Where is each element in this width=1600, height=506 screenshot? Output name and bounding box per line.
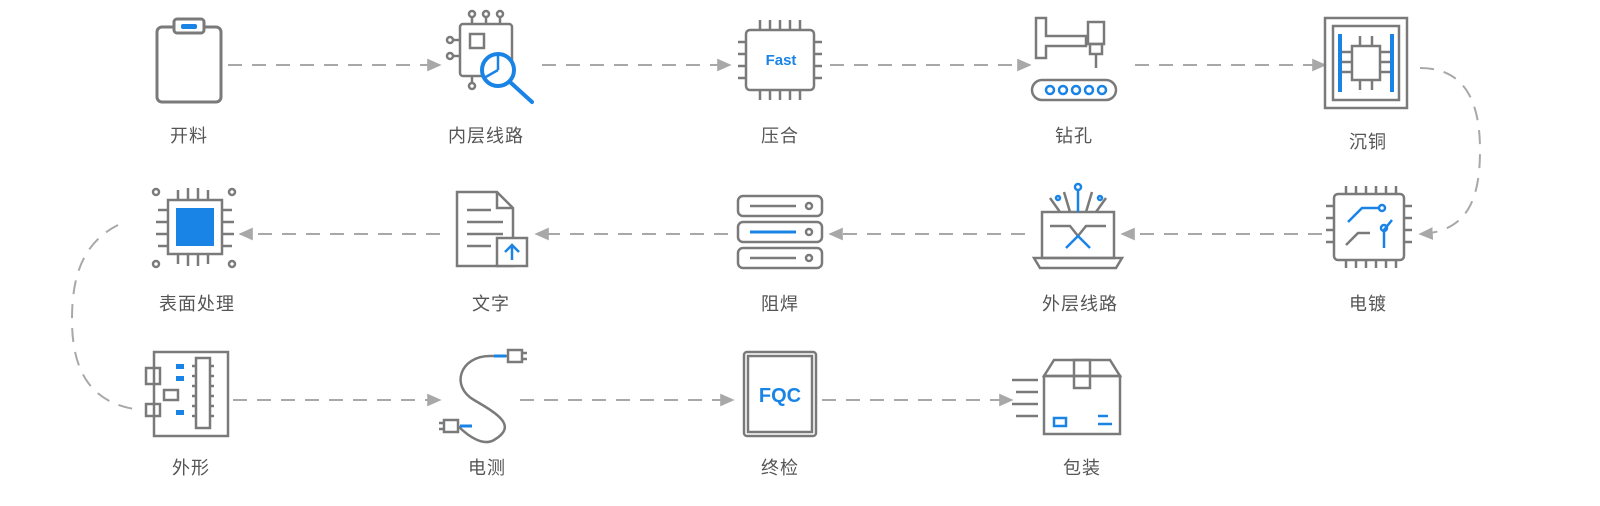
step-label-diandu: 电镀 [1349, 294, 1387, 315]
drill-icon [1030, 16, 1118, 102]
step-label-baozhuang: 包装 [1063, 458, 1101, 479]
step-label-zhongjian: 终检 [761, 458, 799, 479]
chip-fast-icon [738, 20, 822, 100]
step-label-wenzi: 文字 [472, 294, 510, 315]
step-label-yahe: 压合 [761, 126, 799, 147]
server-stack-icon [736, 194, 824, 270]
step-label-launch: 电测 [468, 458, 506, 479]
step-label-kailiao: 开料 [170, 126, 208, 147]
board-outline-icon [144, 350, 230, 438]
copper-panel-icon [1323, 16, 1409, 110]
step-label-waixing: 外形 [172, 458, 210, 479]
arrow-5-6-curve [1418, 67, 1482, 240]
package-icon [1012, 358, 1123, 436]
step-label-zuhan: 阻焊 [761, 294, 799, 315]
step-label-neiceng: 内层线路 [448, 126, 524, 147]
step-label-chentong: 沉铜 [1349, 132, 1387, 153]
fqc-box-icon [742, 350, 818, 438]
step-label-zuankong: 钻孔 [1055, 126, 1093, 147]
cable-icon [439, 348, 527, 444]
step-label-biaomian: 表面处理 [159, 294, 235, 315]
chip-circuit-icon [1326, 186, 1412, 268]
chip-text: Fast [766, 52, 797, 69]
document-upload-icon [455, 190, 529, 268]
fqc-text: FQC [759, 385, 801, 407]
clipboard-icon [155, 17, 223, 104]
processor-icon [151, 187, 237, 269]
step-label-waiceng: 外层线路 [1042, 294, 1118, 315]
arrow-10-11-curve [70, 224, 143, 411]
